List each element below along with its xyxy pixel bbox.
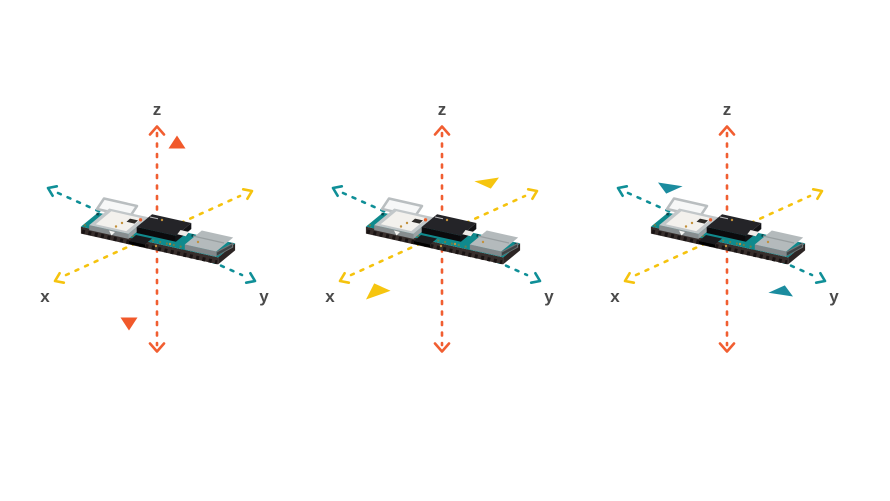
motion-arrow-down-left bbox=[366, 283, 391, 300]
axes-and-board bbox=[331, 124, 542, 354]
diagram-y-axis-motion: z x y bbox=[582, 95, 872, 365]
diagram-z-svg: z x y bbox=[40, 100, 269, 354]
x-axis-label: x bbox=[610, 287, 620, 306]
y-axis-label: y bbox=[259, 287, 269, 306]
motion-arrow-up bbox=[168, 135, 186, 149]
diagram-y-svg: z x y bbox=[610, 100, 839, 354]
motion-arrow-down-right bbox=[768, 285, 793, 297]
diagram-x-svg: z x y bbox=[325, 100, 554, 354]
y-axis-label: y bbox=[544, 287, 554, 306]
diagram-z-axis-motion: z x y bbox=[12, 95, 302, 365]
x-axis-label: x bbox=[325, 287, 335, 306]
motion-arrow-up-right bbox=[474, 177, 499, 189]
z-axis-label: z bbox=[723, 100, 732, 119]
axes-and-board bbox=[46, 124, 257, 354]
x-axis-label: x bbox=[40, 287, 50, 306]
diagram-x-axis-motion: z x y bbox=[297, 95, 587, 365]
motion-arrow-down bbox=[120, 317, 138, 331]
z-axis-label: z bbox=[438, 100, 447, 119]
z-axis-label: z bbox=[153, 100, 162, 119]
y-axis-label: y bbox=[829, 287, 839, 306]
motion-arrow-up-left bbox=[658, 182, 683, 194]
axes-and-board bbox=[616, 124, 827, 354]
